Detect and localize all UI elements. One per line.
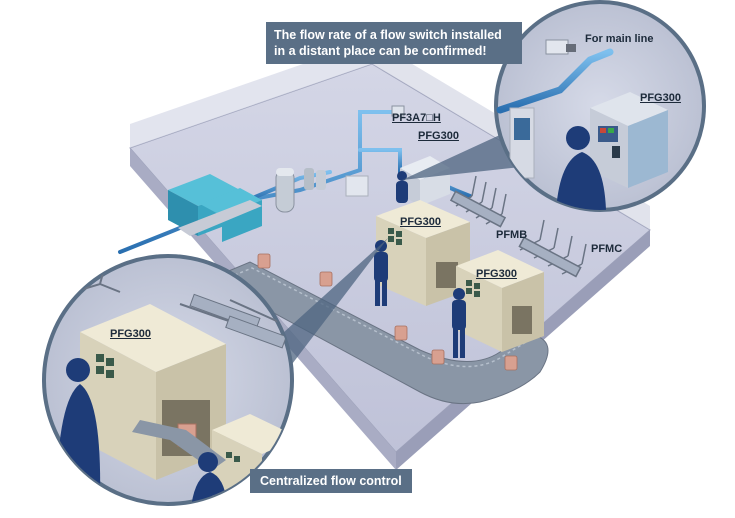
pfmc-manifold [518,219,587,278]
main-line-inset [494,0,706,212]
for-main-line-label: For main line [585,33,654,45]
machine-1 [376,200,470,306]
machine-2 [456,250,544,352]
worker-figure-3 [452,288,466,358]
pfmb-manifold [449,175,507,228]
centralized-flow-control-callout: Centralized flow control [250,469,412,493]
worker-figure-1 [396,171,408,203]
filter-units [304,168,326,190]
receiver-tank [275,168,295,213]
callout-line-2: in a distant place can be confirmed! [274,44,487,58]
conveyor-belt [211,261,549,405]
pfg300-label-control-room: PFG300 [418,130,459,142]
compressor-units [168,174,262,242]
pfg300-label-machine-1: PFG300 [400,216,441,228]
callout-line-1: The flow rate of a flow switch installed [274,28,502,42]
pfg300-label-left-inset: PFG300 [110,328,151,340]
pfg300-label-top-inset: PFG300 [640,92,681,104]
pfmc-label: PFMC [591,243,623,255]
pf3a7h-label: PF3A7□H [392,112,441,124]
remote-confirm-callout: The flow rate of a flow switch installed… [266,22,522,64]
pf3a7h-sensor [391,105,405,117]
pfmb-label: PFMB [496,229,528,241]
pfg300-label-machine-2: PFG300 [476,268,517,280]
